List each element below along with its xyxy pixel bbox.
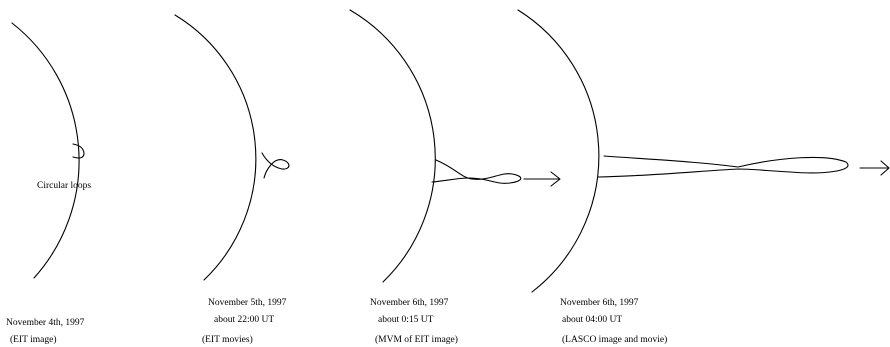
panel-1-date: November 4th, 1997 [6,318,85,328]
solar-limb-4 [518,10,599,292]
panel-4-date: November 6th, 1997 [560,298,639,308]
panel-2-time: about 22:00 UT [214,315,274,325]
circular-loops-label: Circular loops [37,181,91,191]
panel-2-date: November 5th, 1997 [208,298,287,308]
solar-limb-3 [350,10,435,282]
panel-3: November 6th, 1997 about 0:15 UT (MVM of… [350,10,560,345]
solar-limb-1 [12,23,79,278]
panel-2: November 5th, 1997 about 22:00 UT (EIT m… [175,15,289,345]
panel-1-source: (EIT image) [10,334,57,345]
panel-3-time: about 0:15 UT [378,315,434,325]
ejected-loop-3 [432,160,521,183]
panel-4-source: (LASCO image and movie) [562,334,667,345]
ejected-loop-4 [598,156,848,177]
panel-2-source: (EIT movies) [202,334,253,345]
solar-limb-2 [175,15,256,280]
panel-4-time: about 04:00 UT [562,315,622,325]
panel-3-date: November 6th, 1997 [370,298,449,308]
panel-3-source: (MVM of EIT image) [375,334,458,345]
panel-1: Circular loops November 4th, 1997 (EIT i… [6,23,91,345]
panel-4: November 6th, 1997 about 04:00 UT (LASCO… [518,10,889,345]
emerging-loop [262,153,289,178]
